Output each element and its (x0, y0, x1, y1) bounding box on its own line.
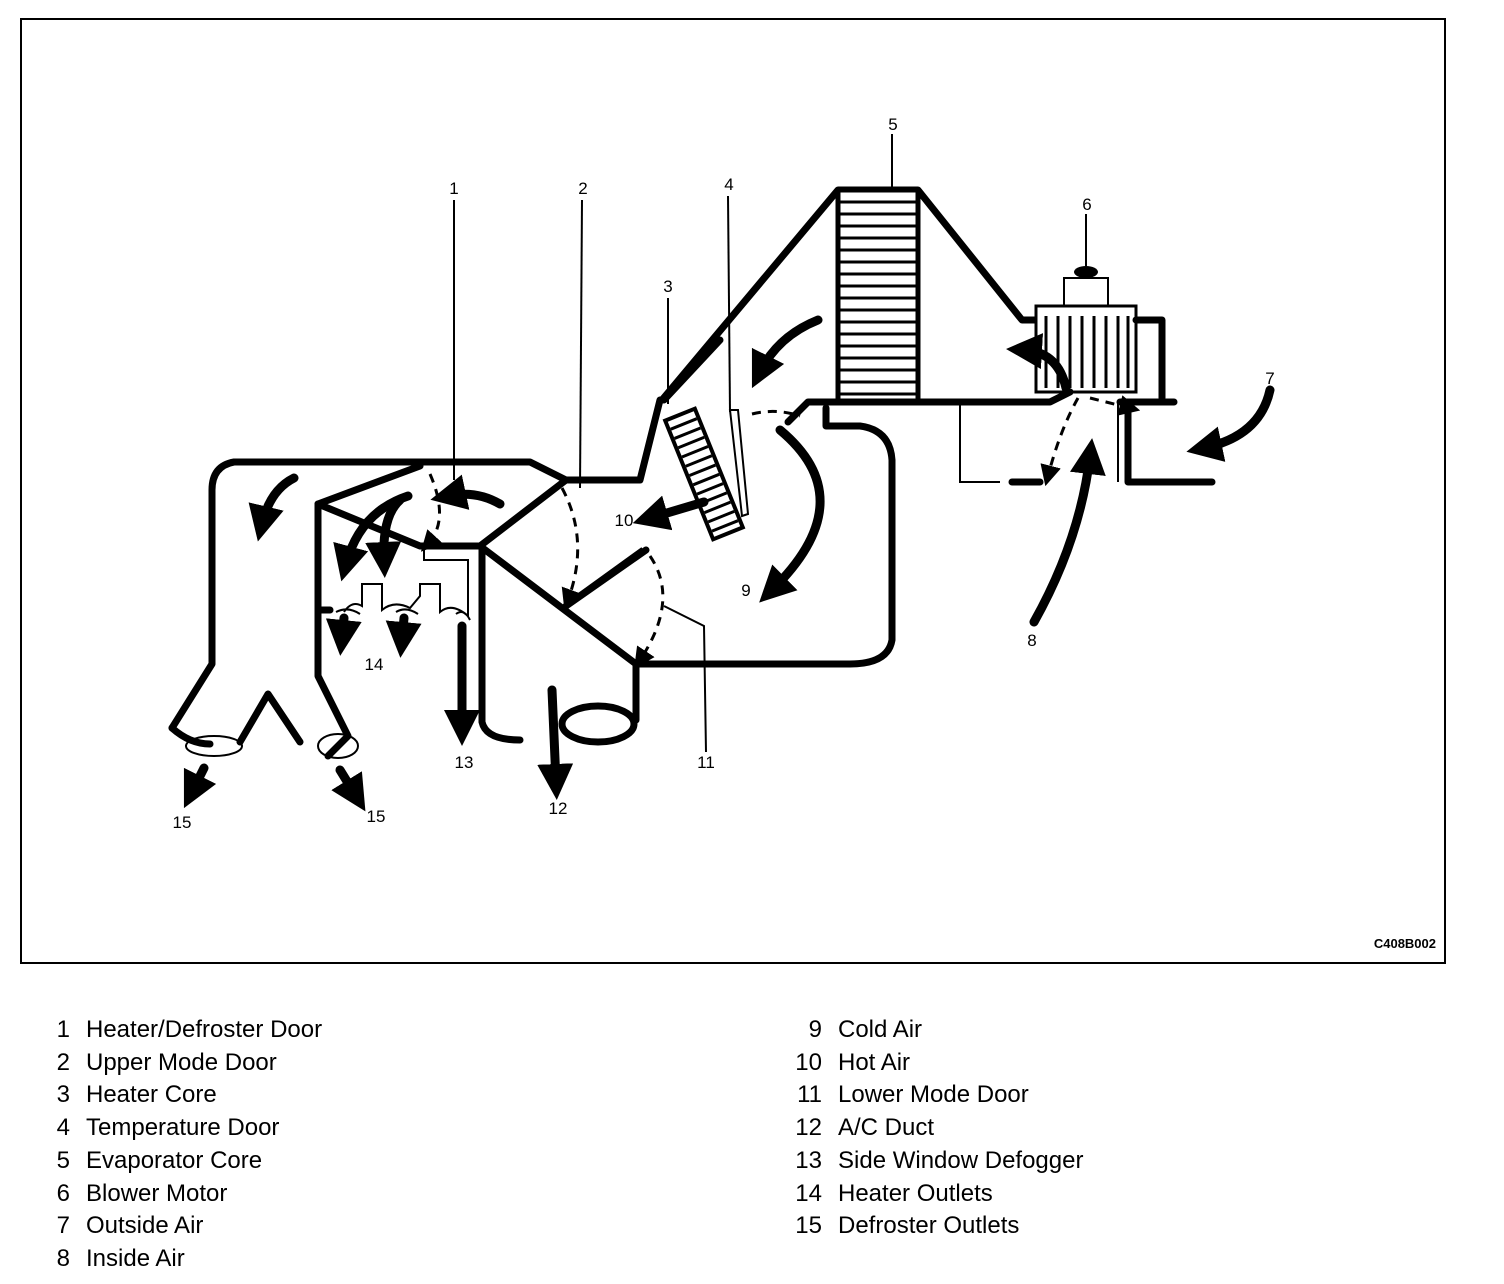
legend-item: 14 Heater Outlets (786, 1178, 1083, 1211)
temperature-door (728, 409, 801, 518)
callout-3: 3 (663, 277, 672, 296)
legend-label: Temperature Door (86, 1114, 280, 1142)
legend-item: 15 Defroster Outlets (786, 1210, 1083, 1243)
callout-2: 2 (578, 179, 587, 198)
hvac-airflow-diagram: 1 2 3 4 5 6 7 8 9 10 11 12 13 14 15 15 C… (168, 115, 1436, 951)
legend-num: 14 (795, 1179, 822, 1207)
callout-10: 10 (615, 511, 634, 530)
legend-label: Lower Mode Door (838, 1081, 1029, 1109)
callout-8: 8 (1027, 631, 1036, 650)
callout-6: 6 (1082, 195, 1091, 214)
legend-label: Blower Motor (86, 1179, 228, 1207)
legend-item: 3 Heater Core (40, 1079, 322, 1112)
mode-doors (420, 395, 1141, 669)
callout-4: 4 (724, 175, 733, 194)
callout-12: 12 (549, 799, 568, 818)
legend-num: 9 (808, 1016, 822, 1043)
legend-label: Heater Outlets (838, 1179, 993, 1207)
callout-11: 11 (697, 753, 715, 772)
callout-13: 13 (455, 753, 474, 772)
callout-5: 5 (888, 115, 897, 134)
legend-num: 1 (56, 1016, 70, 1043)
legend-item: 10 Hot Air (786, 1047, 1083, 1080)
legend-item: 12 A/C Duct (786, 1112, 1083, 1145)
legend-num: 4 (56, 1114, 70, 1142)
legend-item: 4 Temperature Door (40, 1112, 322, 1145)
heater-core (660, 336, 746, 542)
callout-9: 9 (741, 581, 750, 600)
legend-item: 2 Upper Mode Door (40, 1047, 322, 1080)
callout-14: 14 (365, 655, 384, 674)
legend-num: 2 (56, 1048, 70, 1076)
callout-15-left: 15 (173, 813, 192, 832)
legend-item: 11 Lower Mode Door (786, 1079, 1083, 1112)
legend-item: 1 Heater/Defroster Door (40, 1014, 322, 1047)
airflow-arrows (183, 315, 1275, 812)
legend-num: 12 (795, 1114, 822, 1142)
callout-7: 7 (1265, 369, 1274, 388)
legend-label: Defroster Outlets (838, 1212, 1020, 1240)
heater-outlets (314, 546, 471, 621)
callout-15-right: 15 (367, 807, 386, 826)
legend-label: Heater Core (86, 1081, 217, 1109)
legend-num: 6 (56, 1179, 70, 1207)
legend-num: 10 (795, 1048, 822, 1076)
evaporator-core (658, 186, 1044, 405)
blower-motor (1034, 266, 1166, 402)
legend-label: Inside Air (86, 1244, 185, 1272)
leader-lines (453, 134, 1087, 753)
legend-item: 9 Cold Air (786, 1014, 1083, 1047)
legend-label: Evaporator Core (86, 1146, 263, 1174)
legend-num: 11 (797, 1081, 822, 1109)
legend-num: 5 (56, 1146, 70, 1174)
legend-label: Side Window Defogger (838, 1146, 1084, 1174)
legend-right: 9 Cold Air 10 Hot Air 11 Lower Mode Door 12… (786, 1014, 1083, 1243)
legend-label: Outside Air (86, 1212, 204, 1240)
legend-num: 7 (56, 1212, 70, 1240)
legend-num: 15 (795, 1212, 822, 1240)
legend-label: Cold Air (838, 1016, 923, 1043)
figure-code: C408B002 (1374, 936, 1436, 951)
legend-item: 13 Side Window Defogger (786, 1145, 1083, 1178)
legend-num: 3 (56, 1081, 70, 1109)
legend-num: 8 (56, 1244, 70, 1272)
legend-item: 8 Inside Air (40, 1243, 322, 1276)
legend-label: Upper Mode Door (86, 1048, 277, 1076)
legend-item: 6 Blower Motor (40, 1178, 322, 1211)
diagram-frame (20, 18, 1446, 964)
legend-label: A/C Duct (838, 1114, 935, 1142)
legend-item: 5 Evaporator Core (40, 1145, 322, 1178)
callout-1: 1 (449, 179, 458, 198)
legend-label: Heater/Defroster Door (86, 1016, 323, 1043)
air-inlet-housing (784, 388, 1216, 486)
legend-num: 13 (795, 1146, 822, 1174)
legend-item: 7 Outside Air (40, 1210, 322, 1243)
legend-label: Hot Air (838, 1048, 911, 1076)
